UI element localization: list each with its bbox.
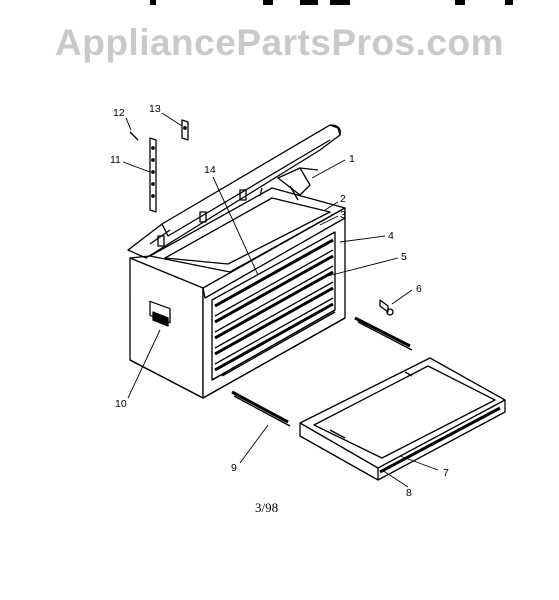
callout-6: 6 xyxy=(416,283,422,295)
hinge-part xyxy=(149,137,157,213)
drawer-slide-lower-part xyxy=(231,390,291,427)
watermark-logo: AppliancePartsPros.com xyxy=(55,22,504,63)
bracket-part xyxy=(181,119,189,141)
callout-8: 8 xyxy=(406,487,412,499)
cropped-text-fragment xyxy=(263,0,273,5)
leader-lines xyxy=(122,112,439,488)
drawer-part xyxy=(299,357,506,481)
cropped-text-fragment xyxy=(150,0,156,5)
callout-11: 11 xyxy=(110,154,121,166)
date-code: 3/98 xyxy=(255,500,279,515)
lid-part xyxy=(127,124,341,259)
chest-body-part xyxy=(129,207,346,399)
callout-5: 5 xyxy=(401,251,407,263)
callout-12: 12 xyxy=(113,107,125,119)
callout-7: 7 xyxy=(443,467,449,479)
cropped-text-fragment xyxy=(330,0,350,5)
cropped-text-fragment xyxy=(300,0,318,5)
callout-4: 4 xyxy=(388,230,394,242)
callout-10: 10 xyxy=(115,398,127,410)
callout-9: 9 xyxy=(231,462,237,474)
lid-stay-part xyxy=(277,167,319,201)
drawer-stop-part xyxy=(379,299,394,316)
callout-13: 13 xyxy=(149,103,161,115)
cropped-text-fragment xyxy=(505,0,513,5)
callout-2: 2 xyxy=(340,193,346,205)
cropped-text-fragment xyxy=(455,0,465,5)
callout-3: 3 xyxy=(340,209,346,221)
rivet-part xyxy=(129,131,139,141)
callout-1: 1 xyxy=(349,153,355,165)
callout-14: 14 xyxy=(204,164,216,176)
drawer-slide-upper-part xyxy=(354,316,413,351)
